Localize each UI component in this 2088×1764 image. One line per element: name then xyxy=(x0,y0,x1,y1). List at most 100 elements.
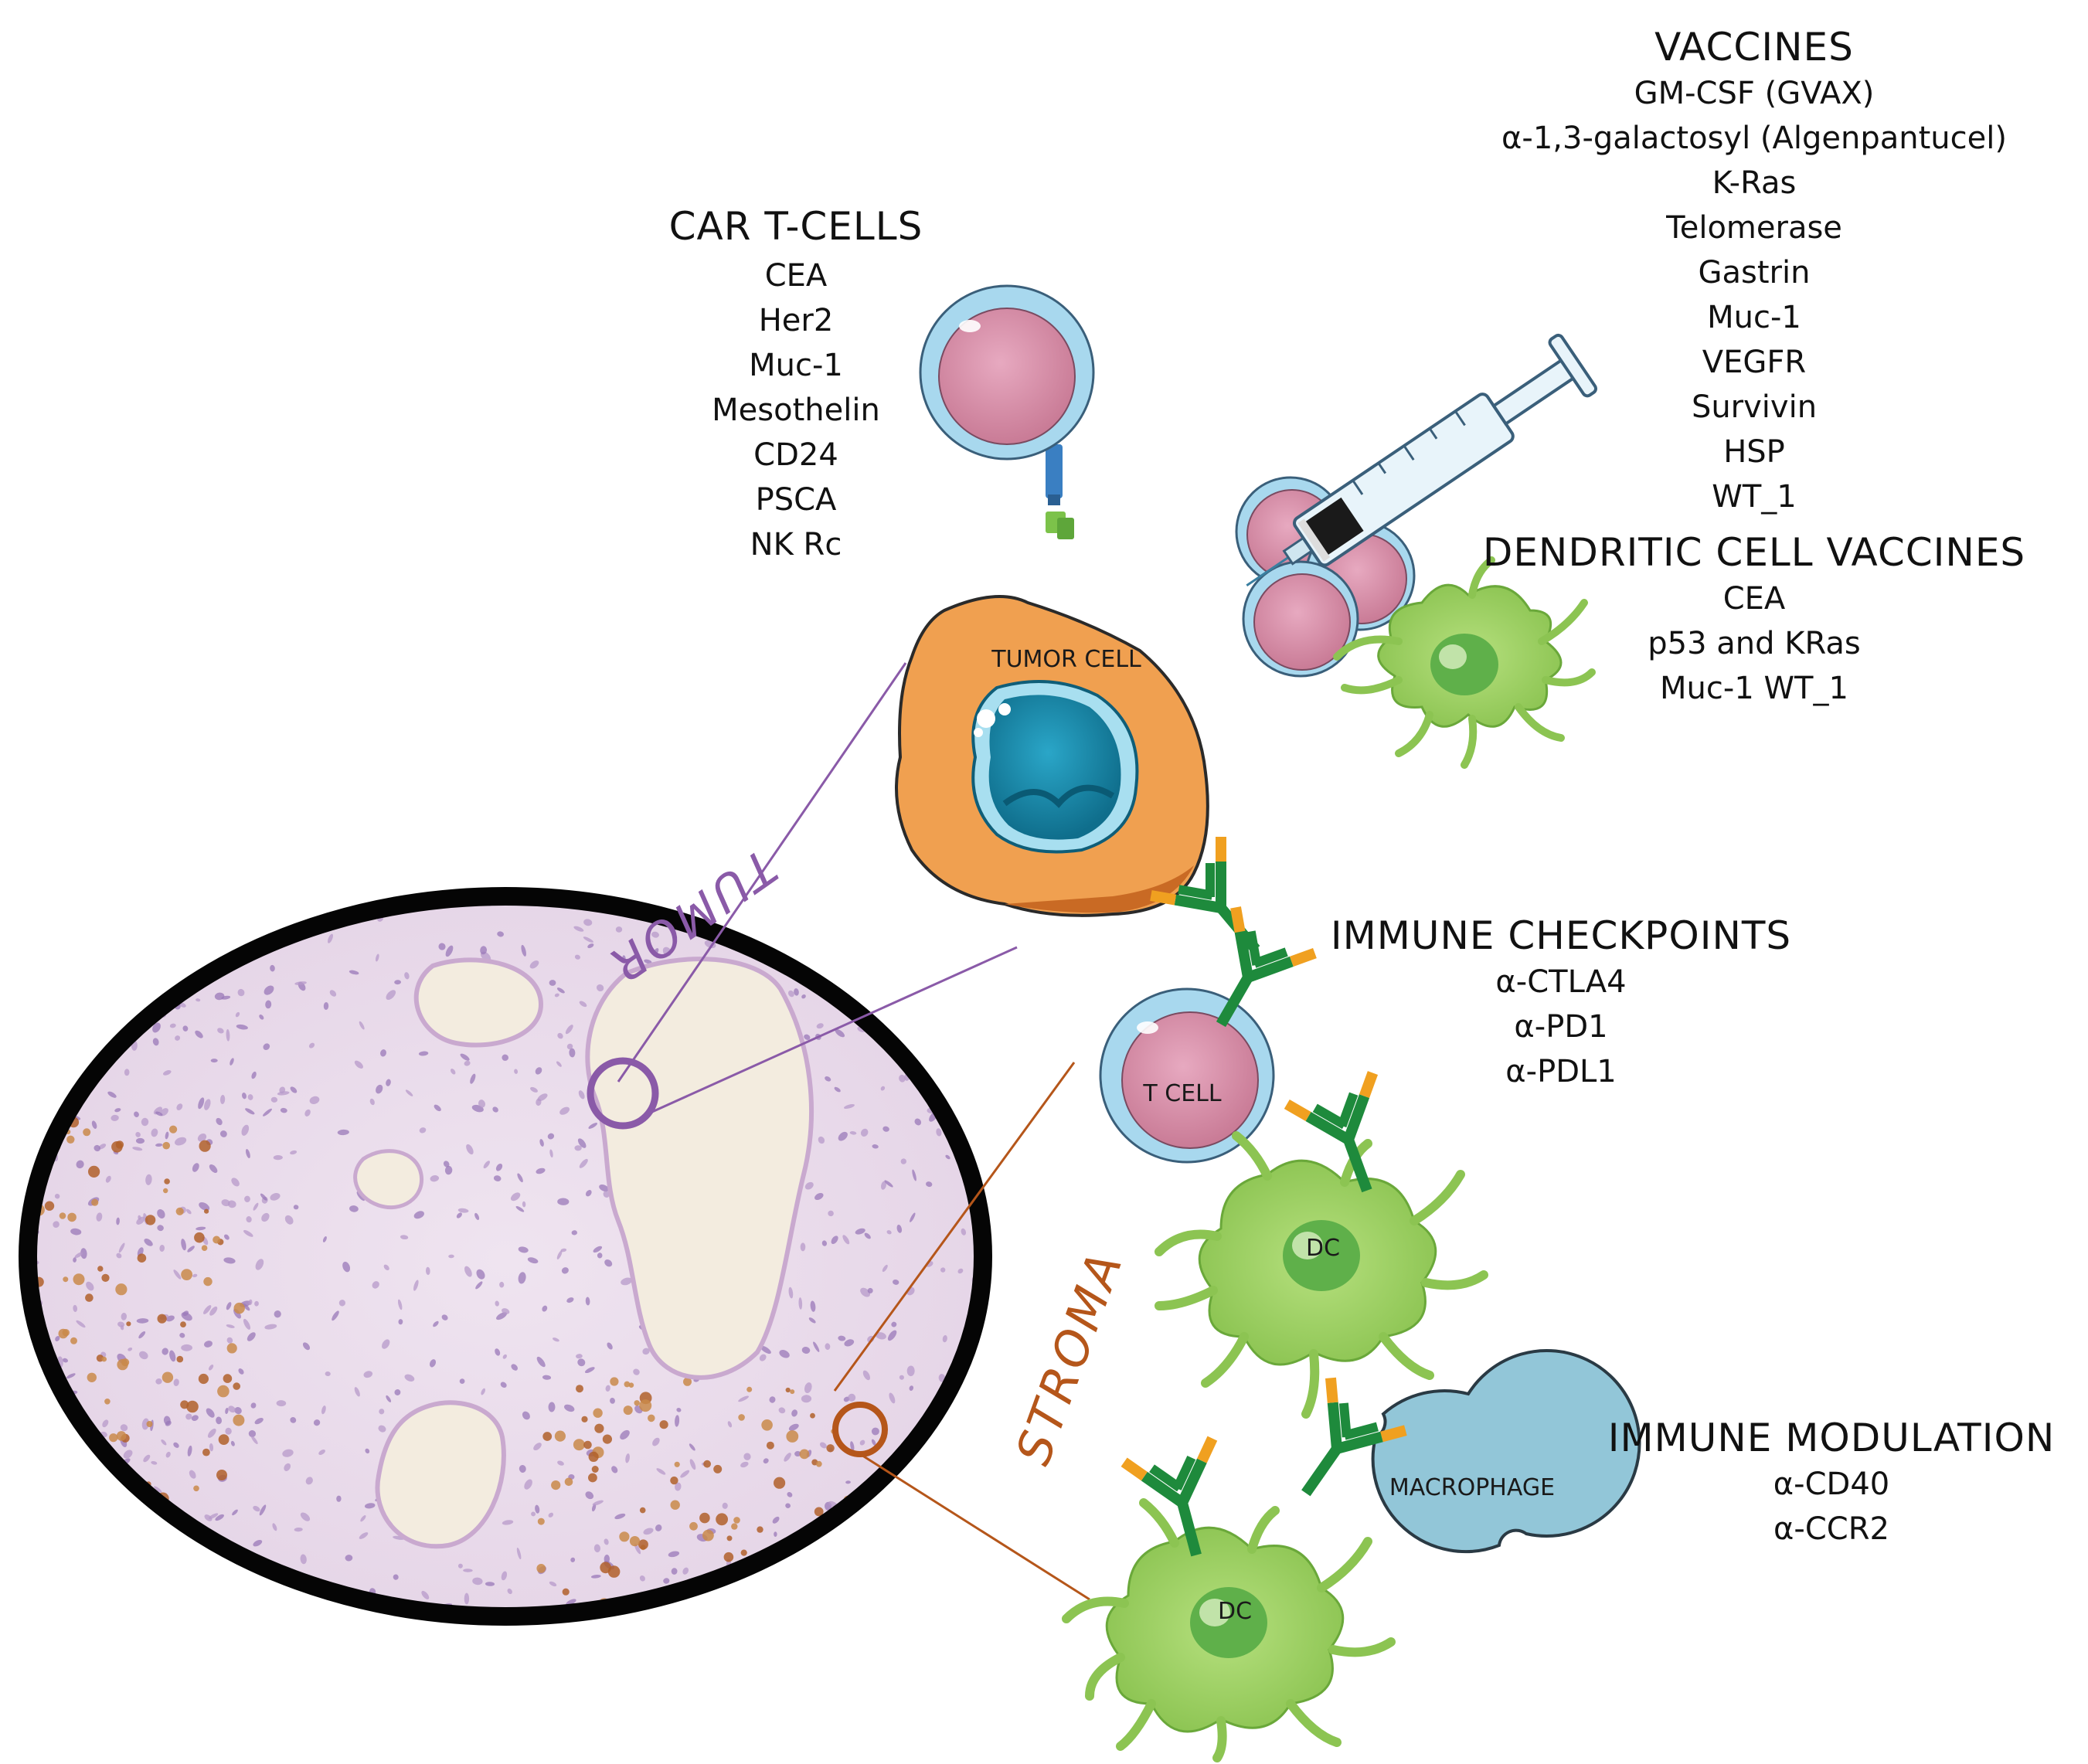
tissue-nucleus xyxy=(597,1252,603,1259)
tissue-nucleus xyxy=(916,967,925,977)
tissue-nucleus xyxy=(590,1575,601,1579)
tissue-nucleus xyxy=(250,904,262,911)
tissue-nucleus xyxy=(155,1111,163,1117)
stained-cell xyxy=(576,1385,583,1393)
stained-cell xyxy=(746,1386,753,1392)
stained-cell xyxy=(593,1408,603,1418)
tissue-nucleus xyxy=(900,1158,907,1164)
tissue-nucleus xyxy=(781,926,789,933)
tissue-nucleus xyxy=(379,1409,385,1415)
tissue-nucleus xyxy=(908,929,916,936)
tissue-nucleus xyxy=(579,1001,587,1008)
dendritic-cell-vaccines-block: DENDRITIC CELL VACCINES CEA p53 and KRas… xyxy=(1445,533,2063,711)
tissue-nucleus xyxy=(347,1609,355,1616)
tissue-nucleus xyxy=(976,1053,983,1059)
stained-cell xyxy=(199,1140,211,1152)
tissue-nucleus xyxy=(585,1491,594,1500)
stained-cell xyxy=(180,1400,189,1409)
tissue-nucleus xyxy=(131,1008,136,1014)
stained-cell xyxy=(121,1358,130,1367)
tissue-nucleus xyxy=(394,1389,401,1395)
tissue-nucleus xyxy=(778,1407,786,1414)
vaccines-block: VACCINES GM-CSF (GVAX) α-1,3-galactosyl … xyxy=(1445,28,2063,519)
tissue-nucleus xyxy=(216,1416,223,1425)
tissue-nucleus xyxy=(871,1427,879,1436)
tissue-nucleus xyxy=(237,988,245,997)
tissue-nucleus xyxy=(535,1067,542,1075)
tissue-nucleus xyxy=(290,1086,298,1093)
tissue-nucleus xyxy=(536,1168,546,1174)
tissue-nucleus xyxy=(274,1310,281,1318)
tissue-nucleus xyxy=(159,1245,165,1252)
tissue-nucleus xyxy=(896,1224,903,1233)
dendritic-cell-middle xyxy=(1155,1131,1488,1419)
tissue-nucleus xyxy=(199,1201,210,1211)
tissue-nucleus xyxy=(137,926,142,939)
tissue-nucleus xyxy=(107,1091,117,1098)
tissue-nucleus xyxy=(46,1014,54,1022)
tissue-nucleus xyxy=(192,1273,198,1278)
tissue-nucleus xyxy=(397,1299,403,1310)
tissue-nucleus xyxy=(223,1234,230,1240)
tissue-nucleus xyxy=(101,1547,108,1551)
stained-cell xyxy=(91,1198,99,1206)
tissue-nucleus xyxy=(593,1544,601,1553)
stained-cell xyxy=(750,1599,759,1608)
stained-cell xyxy=(198,1373,209,1385)
tissue-nucleus xyxy=(517,1173,523,1183)
stained-cell xyxy=(826,1444,835,1453)
tissue-nucleus xyxy=(264,1324,277,1330)
tissue-nucleus xyxy=(954,1023,960,1028)
tissue-nucleus xyxy=(332,1310,339,1321)
tissue-nucleus xyxy=(537,1093,548,1102)
tissue-nucleus xyxy=(910,1212,916,1222)
tissue-nucleus xyxy=(74,1252,83,1259)
tissue-nucleus xyxy=(953,951,957,962)
tissue-nucleus xyxy=(341,896,349,904)
stained-cell xyxy=(639,1507,646,1514)
tissue-nucleus xyxy=(203,1341,213,1348)
tissue-nucleus xyxy=(141,1418,150,1430)
tissue-nucleus xyxy=(592,1500,604,1506)
tissue-nucleus xyxy=(430,1175,440,1182)
tissue-nucleus xyxy=(852,980,859,985)
tissue-nucleus xyxy=(502,1520,514,1525)
tissue-nucleus xyxy=(564,1404,575,1412)
antibody-part xyxy=(1141,1471,1189,1510)
tissue-nucleus xyxy=(59,1428,66,1434)
stained-cell xyxy=(583,1440,592,1450)
tissue-nucleus xyxy=(109,1011,114,1019)
tissue-nucleus xyxy=(794,988,799,996)
tissue-nucleus xyxy=(87,938,95,946)
vaccines-item: GM-CSF (GVAX) xyxy=(1634,76,1875,111)
tissue-nucleus xyxy=(928,1064,937,1072)
tissue-nucleus xyxy=(196,998,201,1002)
tissue-nucleus xyxy=(825,1076,831,1082)
stained-cell xyxy=(217,1385,230,1398)
tissue-nucleus xyxy=(359,1532,369,1539)
tissue-nucleus xyxy=(282,1449,294,1457)
tissue-nucleus xyxy=(203,1305,212,1314)
tissue-nucleus xyxy=(869,1581,878,1589)
tissue-nucleus xyxy=(88,1558,98,1568)
tissue-nucleus xyxy=(872,1144,879,1149)
tissue-nucleus xyxy=(530,1086,538,1093)
tissue-nucleus xyxy=(675,1415,680,1427)
stained-cell xyxy=(36,1472,43,1479)
stained-cell xyxy=(731,1523,738,1530)
tissue-nucleus xyxy=(668,1551,680,1558)
tissue-nucleus xyxy=(404,1374,415,1382)
dendritic-cell-vaccines-item: CEA xyxy=(1722,581,1786,617)
tissue-nucleus xyxy=(784,930,789,936)
tissue-nucleus xyxy=(838,1335,846,1341)
dc-upper-label: DC xyxy=(1305,1235,1341,1262)
stained-cell xyxy=(67,1212,77,1222)
antibody-part xyxy=(1342,1094,1370,1145)
tissue-nucleus xyxy=(272,1523,277,1531)
tissue-nucleus xyxy=(157,1209,165,1218)
tissue-nucleus xyxy=(376,1084,383,1094)
stained-cell xyxy=(702,1529,714,1541)
t-cell-label: T CELL xyxy=(1143,1080,1222,1107)
stained-cell xyxy=(176,1355,184,1363)
tissue-nucleus xyxy=(322,1235,327,1242)
